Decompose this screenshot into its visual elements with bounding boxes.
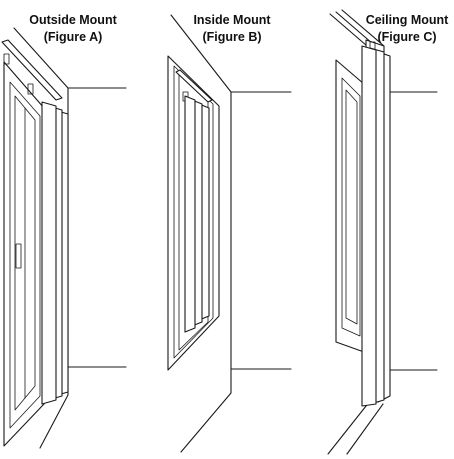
figure-c-illustration (327, 9, 438, 455)
figure-a-illustration (1, 27, 127, 449)
figure-b-window-opening-outer (167, 55, 220, 371)
figure-b-ceiling-line (170, 14, 232, 93)
figure-c-label: Ceiling Mount (Figure C) (355, 12, 454, 46)
figure-b-headrail (175, 69, 213, 103)
figure-c-window-frame-inner (341, 77, 361, 337)
figure-b-floor-line (180, 392, 232, 453)
figure-a-ceiling-line (13, 27, 69, 89)
figure-b-illustration (167, 14, 292, 453)
figure-b-title: Inside Mount (193, 13, 271, 27)
figure-c-title: Ceiling Mount (365, 13, 449, 27)
figure-b-subtitle: (Figure B) (202, 30, 262, 44)
figure-b-vane-3 (184, 95, 196, 333)
figure-a-title: Outside Mount (29, 13, 117, 27)
figure-c-ceiling-rail-3 (341, 9, 385, 47)
figure-a-window-frame-inner (9, 81, 41, 429)
figure-c-floor-line (327, 400, 371, 455)
figure-a-headrail (1, 39, 63, 101)
figure-a-bracket-1 (3, 53, 10, 65)
figure-a-floor-line (39, 394, 69, 449)
figure-a-subtitle: (Figure A) (43, 30, 103, 44)
figure-c-vane-3 (361, 45, 377, 407)
figure-a-bracket-2 (27, 83, 34, 95)
figure-c-floor-line-2 (346, 403, 384, 455)
figure-c-subtitle: (Figure C) (377, 30, 437, 44)
figure-c-window-pane (345, 89, 358, 325)
figure-a-window-pane (14, 95, 36, 411)
figure-a-label: Outside Mount (Figure A) (13, 12, 133, 46)
figure-a-vane-3 (41, 101, 57, 405)
figure-a-window-latch (15, 243, 22, 269)
figure-b-label: Inside Mount (Figure B) (172, 12, 292, 46)
